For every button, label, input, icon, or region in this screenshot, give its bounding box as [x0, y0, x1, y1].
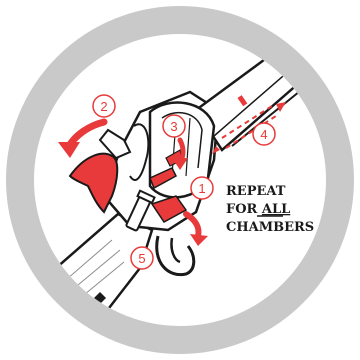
- svg-text:3: 3: [170, 119, 177, 134]
- step-badge-5: 5: [131, 247, 153, 269]
- step-badge-4: 4: [253, 123, 275, 145]
- svg-text:2: 2: [100, 99, 107, 114]
- callout-emphasis: ALL: [261, 202, 290, 217]
- callout-line-1: REPEAT: [226, 184, 286, 199]
- callout-line-2: FOR ALL: [226, 202, 290, 217]
- svg-text:1: 1: [198, 181, 205, 196]
- step-badge-1: 1: [191, 177, 213, 199]
- callout-line-3: CHAMBERS: [226, 220, 314, 235]
- svg-text:5: 5: [138, 251, 145, 266]
- step-badge-2: 2: [93, 95, 115, 117]
- step-badge-3: 3: [163, 115, 185, 137]
- svg-text:4: 4: [260, 127, 267, 142]
